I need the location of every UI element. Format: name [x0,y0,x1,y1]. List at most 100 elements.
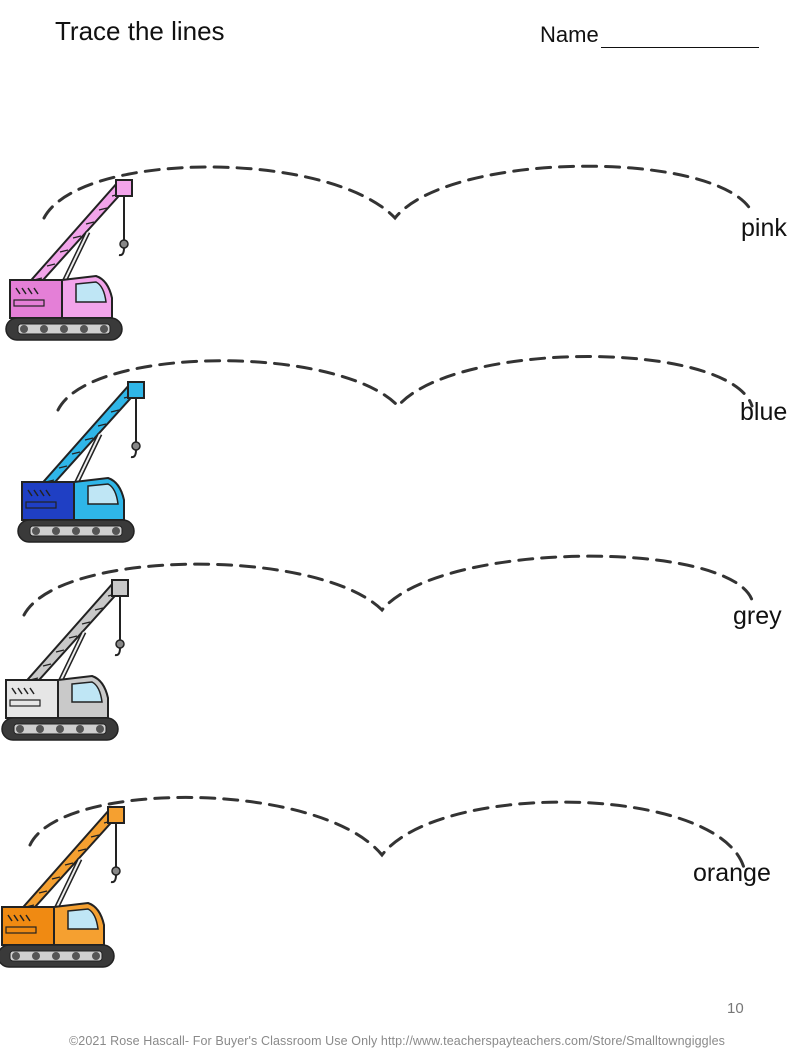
trace-path-pink [42,164,754,221]
crane-piston-core [53,858,81,914]
crane-body [5,679,59,719]
crane-body [1,906,55,946]
boom-strut [94,607,104,611]
crane-window [71,681,103,703]
body-panel [13,299,45,307]
crane-wheel [32,952,40,960]
label-orange: orange [693,859,771,887]
crane-piston-core [57,631,85,687]
crane-piston-core [73,433,101,489]
boom-strut [71,451,81,455]
crane-boom [36,382,140,494]
label-pink: pink [741,214,787,242]
body-vent [29,687,35,695]
boom-strut [58,465,68,469]
crane-piston-core [61,231,89,287]
body-vent [33,489,39,497]
crane-boom [24,180,128,292]
crane-window [87,483,119,505]
crane-grey-icon [1,579,129,741]
crane-body [21,481,75,521]
body-vent [23,687,29,695]
crane-hook-block [115,639,125,649]
boom-strut [84,437,94,441]
boom-strut [42,663,52,667]
crane-body [9,279,63,319]
crane-wheel [60,325,68,333]
page-number: 10 [727,1000,744,1017]
body-vent [13,914,19,922]
body-vent [25,914,31,922]
boom-strut [97,423,107,427]
crane-wheel [56,725,64,733]
boom-strut [46,263,56,267]
body-panel [9,699,41,707]
crane-wheel [100,325,108,333]
crane-boom [20,580,124,692]
crane-hook [130,449,137,459]
copyright-footer: ©2021 Rose Hascall- For Buyer's Classroo… [69,1034,725,1048]
crane-wheel [76,725,84,733]
crane-boom [16,807,120,919]
crane-window [67,908,99,930]
body-vent [27,489,33,497]
boom-strut [59,249,69,253]
boom-strut [77,848,87,852]
boom-strut [64,862,74,866]
label-grey: grey [733,602,782,630]
body-vent [21,287,27,295]
crane-wheel [36,725,44,733]
crane-wheel [96,725,104,733]
crane-hook-block [131,441,141,451]
body-vent [11,687,17,695]
label-blue: blue [740,398,788,426]
body-vent [45,489,51,497]
name-field: Name [540,22,759,48]
body-vent [19,914,25,922]
crane-wheel [16,725,24,733]
boom-strut [38,890,48,894]
boom-strut [72,235,82,239]
crane-wheel [20,325,28,333]
name-blank-line [600,25,759,48]
boom-strut [90,834,100,838]
trace-path-orange [28,795,746,870]
crane-hook [114,647,121,657]
body-panel [5,926,37,934]
boom-strut [98,207,108,211]
boom-strut [81,621,91,625]
trace-path-blue [56,355,754,412]
crane-boom-tip [111,579,129,597]
worksheet-title: Trace the lines [55,16,225,46]
crane-wheel [52,952,60,960]
crane-wheel [92,527,100,535]
crane-wheel [12,952,20,960]
crane-orange-icon [0,806,125,968]
body-vent [39,489,45,497]
crane-wheel [40,325,48,333]
body-vent [15,287,21,295]
boom-strut [85,221,95,225]
body-vent [17,687,23,695]
crane-wheel [32,527,40,535]
crane-hook-block [119,239,129,249]
boom-strut [55,649,65,653]
crane-hook [110,874,117,884]
crane-wheel [92,952,100,960]
boom-strut [110,409,120,413]
crane-wheel [72,952,80,960]
boom-strut [68,635,78,639]
name-label: Name [540,22,599,47]
crane-wheel [112,527,120,535]
trace-path-grey [22,554,754,617]
crane-boom-tip [115,179,133,197]
crane-boom-tip [127,381,145,399]
crane-wheel [72,527,80,535]
body-vent [27,287,33,295]
crane-wheel [80,325,88,333]
crane-window [75,281,107,303]
body-vent [7,914,13,922]
crane-wheel [52,527,60,535]
